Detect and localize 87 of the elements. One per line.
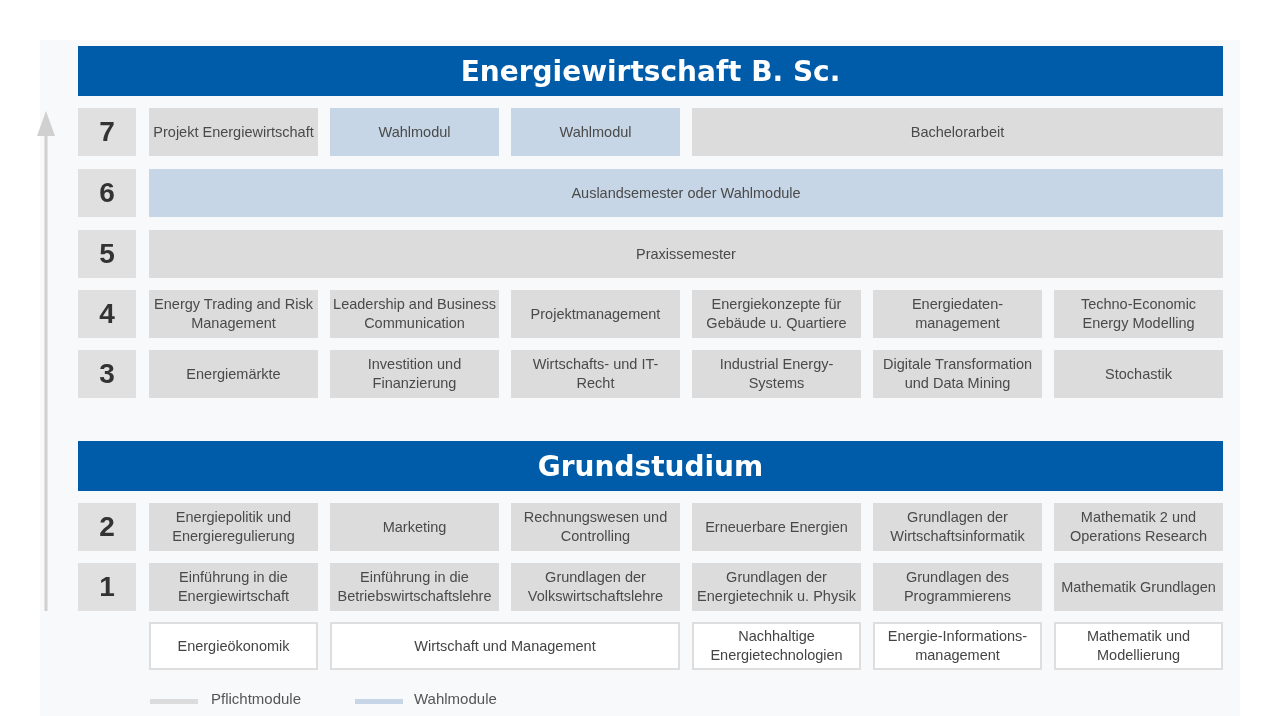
module-box bbox=[149, 108, 318, 156]
module-name: Marketing bbox=[382, 517, 447, 537]
semester-label: 1 bbox=[99, 571, 115, 603]
module-box bbox=[692, 503, 861, 551]
module-name: Energy Trading and Risk Management bbox=[153, 295, 314, 333]
category-box bbox=[330, 622, 680, 670]
module-box bbox=[873, 350, 1042, 398]
module-box bbox=[511, 563, 680, 611]
semester-label: 5 bbox=[99, 238, 115, 270]
module-box bbox=[330, 350, 499, 398]
semester-number bbox=[78, 290, 136, 338]
category-name: Energieökonomik bbox=[177, 636, 290, 656]
module-box bbox=[692, 290, 861, 338]
module-name: Mathematik Grundlagen bbox=[1061, 577, 1216, 597]
semester-number bbox=[78, 350, 136, 398]
module-box bbox=[511, 290, 680, 338]
module-name: Projektmanagement bbox=[530, 304, 661, 324]
legend-label: Pflichtmodule bbox=[211, 690, 302, 707]
module-name: Grundlagen des Programmierens bbox=[902, 568, 1013, 606]
category-name: Energie-Informations-management bbox=[886, 627, 1029, 665]
module-box bbox=[692, 108, 1223, 156]
module-name: Leadership and Business Communication bbox=[333, 295, 496, 333]
module-box bbox=[1054, 563, 1223, 611]
module-box bbox=[511, 108, 680, 156]
module-name: Erneuerbare Energien bbox=[705, 517, 848, 537]
module-box bbox=[511, 503, 680, 551]
module-name: Mathematik 2 und Operations Research bbox=[1069, 508, 1208, 546]
semester-number bbox=[78, 503, 136, 551]
module-box bbox=[330, 503, 499, 551]
module-name: Einführung in die Betriebswirtschaftslehre bbox=[336, 568, 493, 606]
semester-label: 4 bbox=[99, 298, 115, 330]
module-name: Auslandsemester oder Wahlmodule bbox=[571, 183, 801, 203]
category-name: Wirtschaft und Management bbox=[414, 636, 596, 656]
module-name: Investition und Finanzierung bbox=[366, 355, 463, 393]
module-box bbox=[1054, 503, 1223, 551]
category-name: Nachhaltige Energietechnologien bbox=[709, 627, 844, 665]
semester-label: 6 bbox=[99, 177, 115, 209]
module-box bbox=[149, 169, 1223, 217]
category-box bbox=[1054, 622, 1223, 670]
module-box bbox=[1054, 290, 1223, 338]
header-text: Grundstudium bbox=[537, 449, 764, 483]
category-box bbox=[692, 622, 861, 670]
module-name: Bachelorarbeit bbox=[910, 122, 1005, 142]
category-box bbox=[873, 622, 1042, 670]
module-name: Wirtschafts- und IT-Recht bbox=[531, 355, 660, 393]
module-box bbox=[873, 290, 1042, 338]
module-name: Energiekonzepte für Gebäude u. Quartiere bbox=[705, 295, 848, 333]
module-name: Projekt Energiewirtschaft bbox=[153, 122, 314, 142]
module-name: Praxissemester bbox=[636, 244, 736, 264]
module-name: Grundlagen der Volkswirtschaftslehre bbox=[526, 568, 665, 606]
module-box bbox=[149, 503, 318, 551]
semester-number bbox=[78, 169, 136, 217]
module-name: Industrial Energy-Systems bbox=[718, 355, 835, 393]
module-box bbox=[330, 563, 499, 611]
section-header bbox=[78, 46, 1223, 96]
module-name: Rechnungswesen und Controlling bbox=[522, 508, 669, 546]
semester-label: 7 bbox=[99, 116, 115, 148]
module-box bbox=[692, 350, 861, 398]
module-box bbox=[873, 563, 1042, 611]
semester-number bbox=[78, 563, 136, 611]
semester-number bbox=[78, 108, 136, 156]
module-name: Energiedaten-management bbox=[910, 295, 1005, 333]
module-box bbox=[149, 350, 318, 398]
semester-label: 2 bbox=[99, 511, 115, 543]
module-name: Stochastik bbox=[1105, 364, 1172, 384]
module-box bbox=[511, 350, 680, 398]
module-name: Wahlmodul bbox=[559, 122, 632, 142]
section-header bbox=[78, 441, 1223, 491]
module-box bbox=[873, 503, 1042, 551]
module-name: Wahlmodul bbox=[378, 122, 451, 142]
semester-label: 3 bbox=[99, 358, 115, 390]
module-name: Grundlagen der Wirtschaftsinformatik bbox=[889, 508, 1026, 546]
header-text: Energiewirtschaft B. Sc. bbox=[460, 54, 841, 88]
module-name: Techno-Economic Energy Modelling bbox=[1079, 295, 1198, 333]
module-name: Grundlagen der Energietechnik u. Physik bbox=[696, 568, 857, 606]
module-name: Digitale Transformation und Data Mining bbox=[881, 355, 1034, 393]
category-box bbox=[149, 622, 318, 670]
legend-label: Wahlmodule bbox=[414, 690, 497, 707]
module-box bbox=[149, 563, 318, 611]
module-name: Energiepolitik und Energieregulierung bbox=[171, 508, 296, 546]
module-name: Energiemärkte bbox=[186, 364, 281, 384]
semester-number bbox=[78, 230, 136, 278]
module-name: Einführung in die Energiewirtschaft bbox=[176, 568, 291, 606]
module-box bbox=[149, 230, 1223, 278]
module-box bbox=[1054, 350, 1223, 398]
module-box bbox=[330, 108, 499, 156]
category-name: Mathematik und Modellierung bbox=[1085, 627, 1192, 665]
